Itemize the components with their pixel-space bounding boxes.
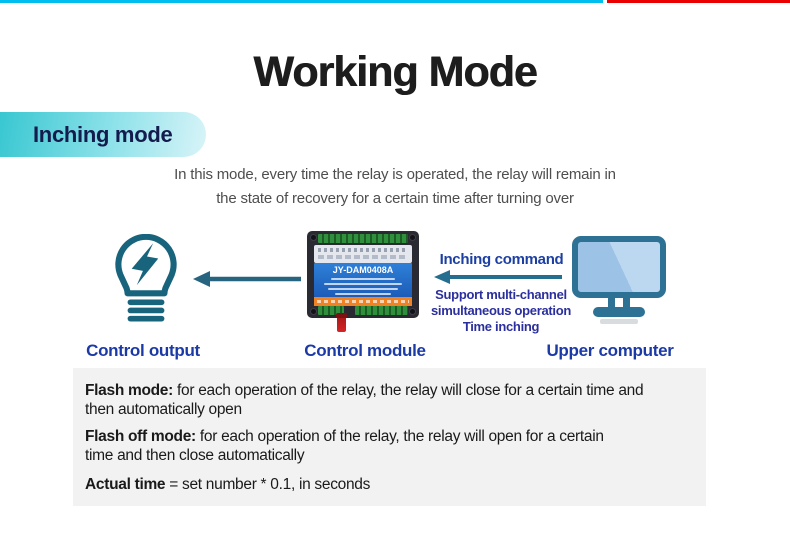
mode-description: In this mode, every time the relay is op… [0,163,790,211]
module-label-panel: JY-DAM0408A [314,263,412,297]
module-orange-markings [317,300,409,303]
module-model-text: JY-DAM0408A [332,265,394,275]
module-screw-icon [409,234,416,241]
label-upper-computer: Upper computer [546,341,674,360]
inching-command-label: Inching command [439,251,564,268]
antenna-cap [336,313,347,318]
flash-off-mode-text: for each operation of the relay, the rel… [85,428,604,464]
module-screw-icon [409,308,416,315]
module-screw-icon [310,234,317,241]
flash-off-mode-note: Flash off mode: for each operation of th… [85,427,610,465]
top-accent-line-red [607,0,790,3]
module-spec-line [328,288,398,290]
antenna-connector-icon [336,313,347,332]
module-spec-line [324,283,402,285]
actual-time-note: Actual time = set number * 0.1, in secon… [85,475,694,494]
arrow-computer-to-module [434,270,562,284]
label-control-output: Control output [86,341,200,360]
flash-mode-note: Flash mode: for each operation of the re… [85,381,670,419]
support-note-line3: Time inching [462,319,540,334]
module-spec-line [331,278,395,280]
mode-description-line2: the state of recovery for a certain time… [216,190,574,207]
monitor-base [593,307,645,317]
module-panel-markings [318,248,408,252]
arrow-module-to-output [193,271,301,287]
flash-off-mode-term: Flash off mode: [85,428,196,445]
label-control-module: Control module [304,341,426,360]
monitor-shadow [600,319,638,324]
mode-badge: Inching mode [0,112,206,157]
top-accent-line-cyan [0,0,603,3]
monitor-icon [572,236,668,324]
flash-mode-text: for each operation of the relay, the rel… [85,382,644,418]
mode-notes-box: Flash mode: for each operation of the re… [73,368,706,506]
page-title: Working Mode [253,48,537,96]
module-orange-band [314,297,412,306]
actual-time-text: = set number * 0.1, in seconds [165,476,371,493]
module-housing: JY-DAM0408A [307,231,419,318]
monitor-leg [608,296,615,309]
module-terminal-strip-top [318,234,408,243]
support-note: Support multi-channel simultaneous opera… [420,287,582,335]
monitor-screen [572,236,666,298]
mode-badge-label: Inching mode [33,121,173,147]
flash-mode-term: Flash mode: [85,382,173,399]
module-terminal-strip-bottom-left [318,306,344,315]
support-note-line2: simultaneous operation [430,303,572,318]
monitor-leg [623,296,630,309]
support-note-line1: Support multi-channel [435,287,567,302]
module-relay-panel [314,245,412,263]
actual-time-term: Actual time [85,476,166,493]
module-panel-markings [318,255,408,259]
module-terminal-strip-bottom-right [355,306,408,315]
mode-description-line1: In this mode, every time the relay is op… [174,166,616,183]
control-module-device: JY-DAM0408A [307,231,419,335]
module-screw-icon [310,308,317,315]
module-spec-line [335,293,391,295]
lightbulb-icon [115,234,177,322]
